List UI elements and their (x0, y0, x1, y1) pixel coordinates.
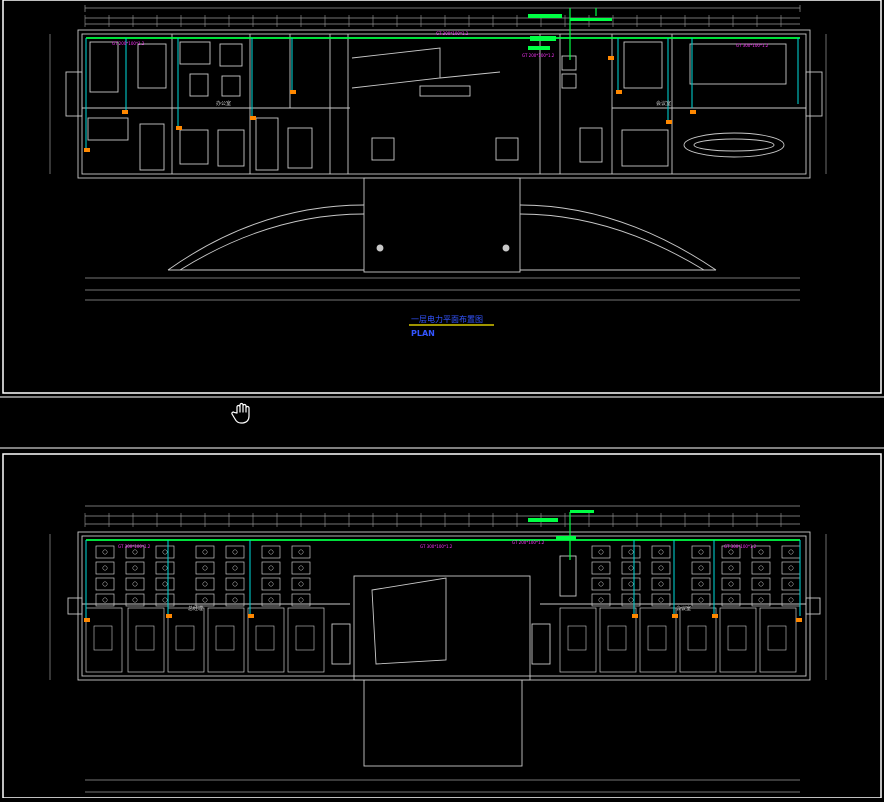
sheet-1-riser-label: GT 200*100*1.2 (522, 53, 555, 58)
sheet-1-dimension-ticks (84, 15, 782, 27)
sheet-2-distribution-panels (84, 614, 802, 622)
sheet-1-risers (85, 38, 799, 148)
sheet-2: GT 300*100*1.2 GT 300*100*1.2 GT 300*100… (0, 447, 884, 799)
sheet-1: GT 300*100*1.2 GT 200*100*1.2 GT 300*100… (0, 0, 884, 398)
sheet-2-room-label-right: 会议室 (676, 605, 691, 612)
sheet-1-cable-tray (86, 8, 800, 60)
sheet-1-title: 一层电力平面布置图 (411, 314, 483, 324)
sheet-2-room-label-left: 总经理 (188, 605, 203, 612)
sheet-2-dimension-ticks (84, 513, 782, 527)
sheet-2-offices (85, 607, 797, 673)
sheet-1-left-trunk-label: GT 200*100*1.2 (112, 41, 145, 46)
sheet-2-riser-label: GT 200*100*1.2 (512, 540, 545, 545)
sheet-2-left-trunk-label: GT 300*100*1.2 (118, 544, 151, 549)
sheet-2-dimensions-top (49, 505, 827, 680)
hand-grab-icon (231, 402, 250, 424)
sheet-2-trunk-label: GT 300*100*1.2 (420, 544, 453, 549)
sheet-1-floor-plan (65, 29, 823, 179)
sheet-1-subtitle: PLAN (411, 329, 435, 338)
sheet-1-trunk-label: GT 300*100*1.2 (436, 31, 469, 36)
sheet-2-cable-tray (86, 510, 800, 560)
sheet-1-room-label-left: 办公室 (216, 100, 231, 107)
sheet-2-frame (2, 453, 882, 799)
sheet-1-frame (2, 0, 882, 394)
sheet-1-dimensions-top (84, 5, 801, 25)
sheet-1-dimensions-bottom (49, 34, 827, 301)
sheet-1-distribution-panels (84, 56, 696, 152)
sheet-2-floor-plan (67, 531, 821, 767)
sheet-1-room-label-right: 会议室 (656, 100, 671, 107)
sheet-2-dimensions-bottom (85, 779, 800, 793)
sheet-2-workstations (95, 545, 801, 607)
sheet-1-right-trunk-label: GT 300*100*1.2 (736, 43, 769, 48)
sheet-2-right-trunk-label: GT 300*100*1.2 (724, 544, 757, 549)
sheet-2-risers (85, 540, 801, 620)
sheet-1-entrance-canopy (167, 177, 717, 273)
